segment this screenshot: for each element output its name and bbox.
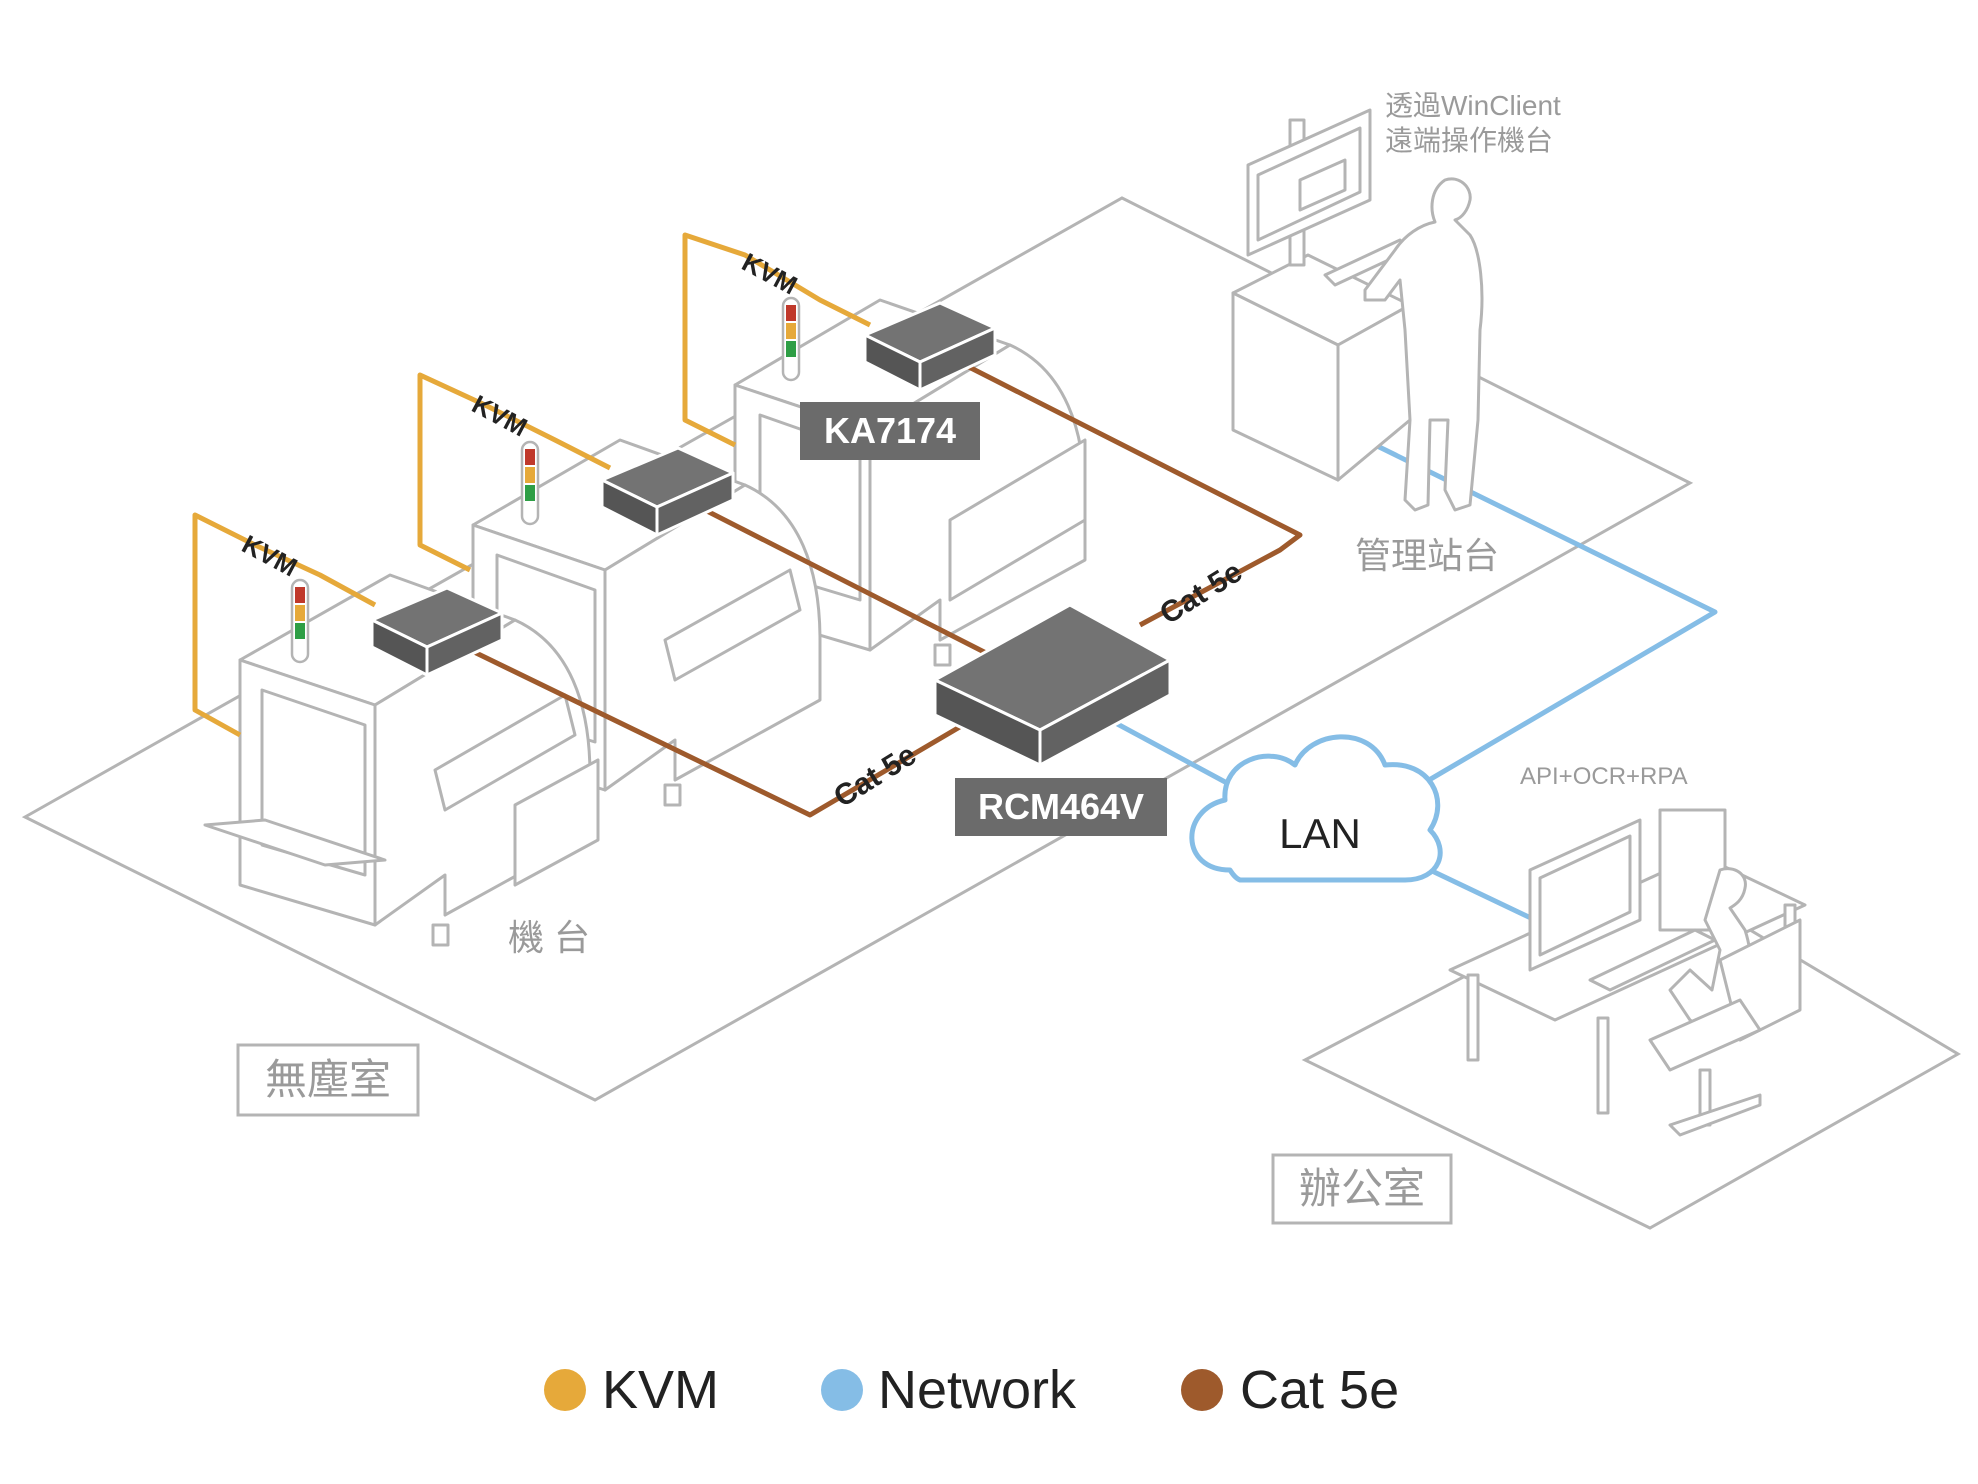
ka7174-tag-text: KA7174 xyxy=(824,410,956,451)
management-station-label: 管理站台 xyxy=(1355,535,1499,576)
kvm-cable-label: KVM xyxy=(737,247,802,301)
legend-swatch-cat5e xyxy=(1181,1369,1223,1411)
ka7174-box xyxy=(370,586,504,677)
ka7174-tag: KA7174 xyxy=(800,402,980,460)
rcm464v-box xyxy=(933,603,1172,767)
rcm464v-tag-text: RCM464V xyxy=(978,786,1144,827)
legend-label-network: Network xyxy=(878,1360,1077,1420)
legend-item-cat5e: Cat 5e xyxy=(1181,1360,1399,1420)
ka7174-box xyxy=(863,301,997,392)
operator-note-line1: 透過WinClient xyxy=(1385,90,1561,121)
cat5e-cable xyxy=(468,362,1303,818)
cleanroom-label-text: 無塵室 xyxy=(265,1056,391,1103)
rcm464v-tag: RCM464V xyxy=(955,778,1167,836)
office-desk xyxy=(1448,808,1807,1137)
legend: KVM Network Cat 5e xyxy=(544,1360,1399,1420)
legend-swatch-kvm xyxy=(544,1369,586,1411)
kvm-cable-label: KVM xyxy=(237,529,302,583)
office-app-label: API+OCR+RPA xyxy=(1520,763,1688,790)
legend-label-kvm: KVM xyxy=(602,1360,719,1420)
lan-label: LAN xyxy=(1279,810,1361,857)
ka7174-box xyxy=(600,446,735,537)
legend-label-cat5e: Cat 5e xyxy=(1240,1360,1399,1420)
signal-tower-icon xyxy=(781,296,801,382)
lan-cloud-icon xyxy=(1189,734,1443,883)
legend-swatch-network xyxy=(821,1369,863,1411)
office-label: 辦公室 xyxy=(1271,1153,1453,1225)
signal-tower-icon xyxy=(520,440,540,526)
office-label-text: 辦公室 xyxy=(1299,1165,1425,1212)
cat5e-cable-label: Cat 5e xyxy=(1154,555,1248,631)
machines-label: 機 台 xyxy=(508,917,590,958)
legend-item-network: Network xyxy=(821,1360,1077,1420)
cat5e-cable-label: Cat 5e xyxy=(828,738,922,814)
kvm-cable xyxy=(192,232,872,738)
cleanroom-label: 無塵室 xyxy=(236,1043,420,1117)
management-station xyxy=(1231,108,1484,512)
signal-tower-icon xyxy=(290,578,310,664)
kvm-cable-label: KVM xyxy=(467,389,532,443)
legend-item-kvm: KVM xyxy=(544,1360,719,1420)
operator-note-line2: 遠端操作機台 xyxy=(1385,125,1553,156)
network-cable xyxy=(1108,437,1718,923)
